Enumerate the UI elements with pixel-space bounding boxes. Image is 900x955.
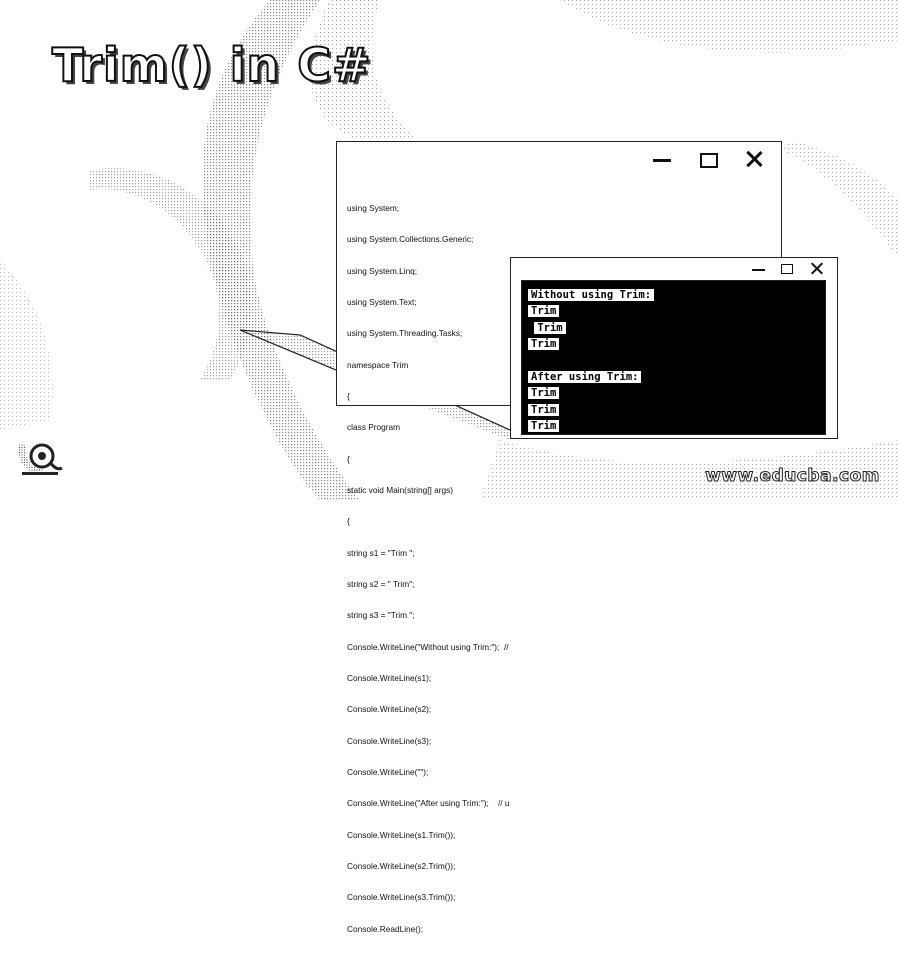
code-line: string s2 = " Trim"; bbox=[347, 579, 415, 590]
code-line: string s1 = "Trim "; bbox=[347, 547, 415, 558]
code-line: string s3 = "Trim "; bbox=[347, 610, 415, 621]
code-line: using System.Collections.Generic; bbox=[347, 234, 474, 245]
code-line: { bbox=[347, 516, 350, 527]
minimize-icon[interactable] bbox=[653, 150, 671, 168]
console-output-window: Without using Trim: Trim Trim Trim After… bbox=[510, 257, 838, 439]
code-listing: using System; using System.Collections.G… bbox=[347, 182, 510, 955]
console-line: Trim bbox=[528, 403, 819, 420]
code-line: Console.WriteLine("Without using Trim:")… bbox=[347, 641, 509, 652]
code-line: { bbox=[347, 453, 350, 464]
maximize-icon[interactable] bbox=[699, 150, 718, 168]
console-text: Without using Trim: bbox=[528, 289, 655, 301]
console-line: Trim bbox=[528, 387, 819, 403]
console-text: Trim bbox=[534, 321, 566, 334]
console-line-blank bbox=[528, 355, 819, 371]
console-window-controls bbox=[752, 262, 823, 275]
console-line: Trim bbox=[528, 338, 819, 354]
console-text: Trim bbox=[528, 338, 560, 351]
close-icon[interactable] bbox=[745, 150, 763, 168]
code-line: Console.WriteLine(s3.Trim()); bbox=[347, 892, 456, 903]
maximize-icon[interactable] bbox=[781, 262, 794, 275]
console-line: Trim bbox=[528, 305, 819, 321]
minimize-icon[interactable] bbox=[752, 262, 765, 275]
console-text: Trim bbox=[528, 420, 560, 433]
code-line: using System.Text; bbox=[347, 296, 417, 307]
page-title: Trim() in C# bbox=[51, 37, 372, 93]
code-line: Console.WriteLine(s2.Trim()); bbox=[347, 861, 456, 872]
code-line: Console.WriteLine(""); bbox=[347, 767, 429, 778]
console-line: Without using Trim: bbox=[528, 289, 819, 305]
console-text: After using Trim: bbox=[528, 370, 642, 383]
console-text: Trim bbox=[528, 387, 560, 400]
background-swirl bbox=[0, 0, 900, 500]
website-url: www.educba.com bbox=[705, 466, 880, 487]
console-text: Trim bbox=[528, 305, 560, 318]
console-line: Trim bbox=[528, 420, 819, 436]
educba-logo-icon bbox=[18, 442, 63, 475]
code-line: Console.WriteLine(s2); bbox=[347, 704, 432, 715]
code-line: using System.Threading.Tasks; bbox=[347, 328, 463, 339]
close-icon[interactable] bbox=[810, 262, 823, 275]
code-line: using System; bbox=[347, 202, 400, 213]
code-line: class Program bbox=[347, 422, 401, 433]
code-line: Console.WriteLine(s1.Trim()); bbox=[347, 829, 456, 840]
code-line: { bbox=[347, 390, 350, 401]
code-window-controls bbox=[653, 150, 763, 168]
code-line: Console.WriteLine(s1); bbox=[347, 673, 432, 684]
code-line: static void Main(string[] args) bbox=[347, 485, 454, 495]
console-output: Without using Trim: Trim Trim Trim After… bbox=[521, 280, 826, 435]
code-line: Console.WriteLine("After using Trim:"); … bbox=[347, 798, 510, 809]
console-text: Trim bbox=[528, 403, 560, 416]
console-line: Trim bbox=[528, 321, 819, 338]
code-line: Console.WriteLine(s3); bbox=[347, 735, 432, 746]
code-line: Console.ReadLine(); bbox=[347, 923, 424, 934]
code-line: namespace Trim bbox=[347, 359, 409, 370]
console-line: After using Trim: bbox=[528, 370, 819, 387]
code-line: using System.Linq; bbox=[347, 265, 418, 276]
